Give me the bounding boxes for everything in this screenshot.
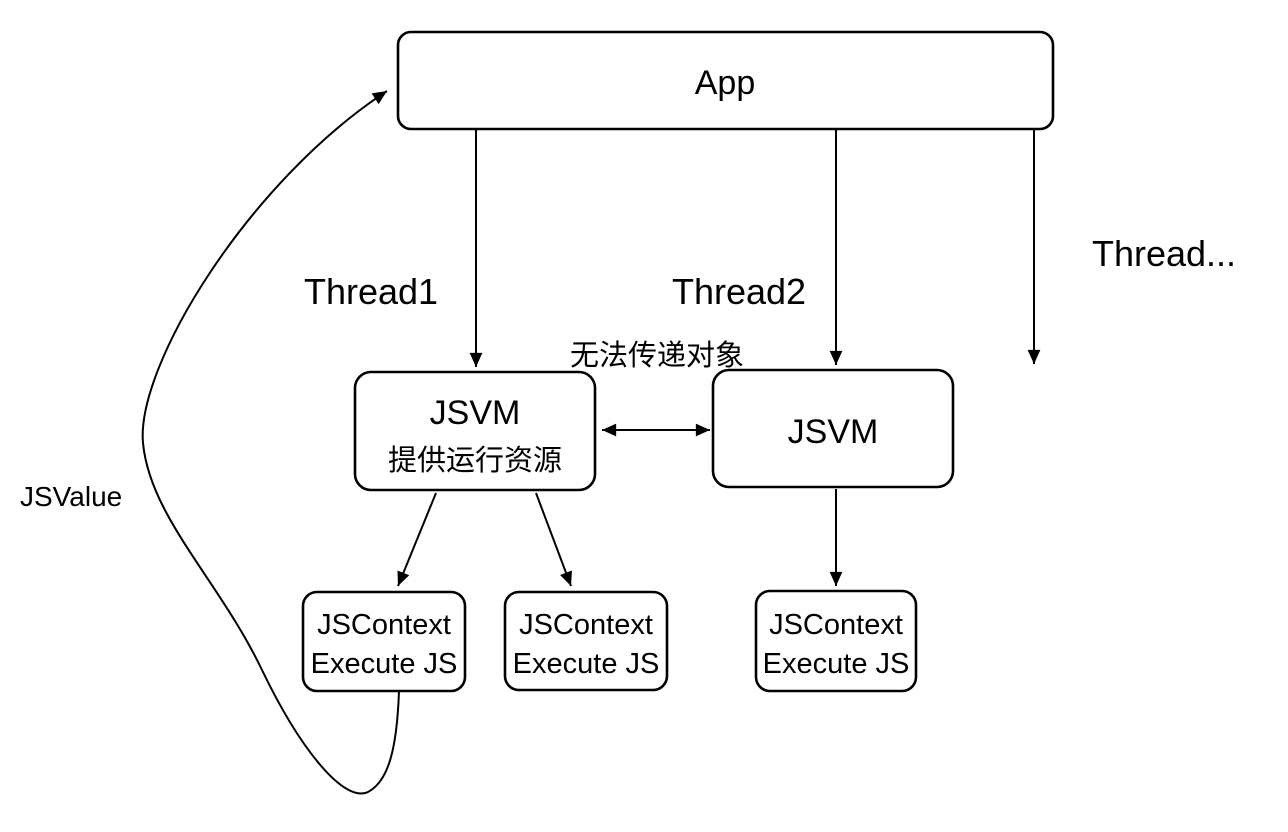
jscontext-1-line2: Execute JS [311,648,458,680]
jscontext-box-2 [503,590,669,692]
jsvm-right-box [711,368,955,489]
jsvalue-return-arrow [141,90,400,795]
thread-more-label: Thread... [1092,233,1236,274]
cannot-pass-object-label: 无法传递对象 [570,339,744,372]
jsvm-left-to-jscontext1-arrow [397,492,437,587]
jsvm-left-to-jscontext2-arrow [535,492,572,587]
jsvalue-label: JSValue [20,481,122,512]
jsvm-left-box [353,370,597,492]
jsvm-left-subtitle: 提供运行资源 [388,444,562,477]
app-box [396,30,1055,131]
jscontext-2-line1: JSContext [519,609,653,641]
jscontext-box-1 [301,590,467,693]
jsvm-left-title: JSVM [430,394,521,432]
jsvm-right-title: JSVM [788,413,879,451]
jscontext-2-line2: Execute JS [513,648,660,680]
app-label: App [695,64,756,102]
jscontext-1-line1: JSContext [317,609,451,641]
jscontext-3-line2: Execute JS [763,648,910,680]
jscontext-box-3 [754,589,918,693]
thread2-label: Thread2 [672,271,806,312]
thread1-label: Thread1 [304,271,438,312]
jscontext-3-line1: JSContext [769,609,903,641]
